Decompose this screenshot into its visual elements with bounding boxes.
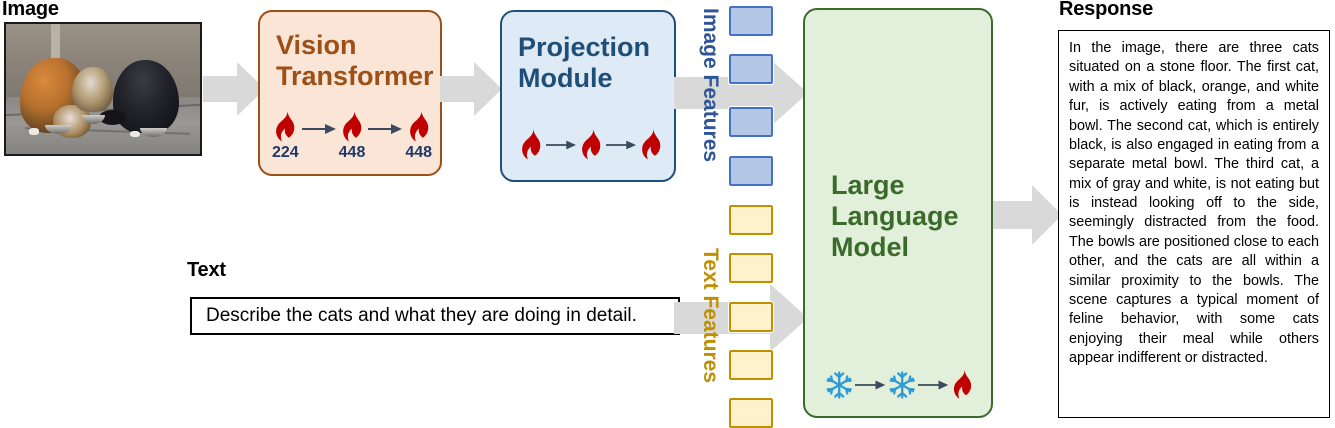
vit-stage-2-label: 448 <box>339 144 366 162</box>
image-features-label: Image Features <box>698 8 722 162</box>
snowflake-icon <box>888 369 916 401</box>
vit-title-line2: Transformer <box>276 61 436 92</box>
llm-title-line2: Language <box>831 201 991 232</box>
text-heading: Text <box>187 259 226 282</box>
vit-stage-row: 224 448 448 <box>268 110 436 162</box>
vit-stage-2: 448 <box>339 110 366 162</box>
flame-icon <box>578 128 604 162</box>
vit-stage-3-label: 448 <box>405 144 432 162</box>
block-arrow-icon <box>440 58 502 120</box>
snowflake-icon <box>825 369 853 401</box>
vit-arrow-2 <box>368 122 402 136</box>
arrow-image-to-vit <box>203 58 265 120</box>
vit-title-line1: Vision <box>276 30 436 61</box>
flame-icon <box>638 128 664 162</box>
flame-icon <box>950 368 975 402</box>
image-feature-token <box>729 54 773 84</box>
block-arrow-icon <box>203 58 265 120</box>
response-box: In the image, there are three cats situa… <box>1058 30 1330 418</box>
arrow-llm-to-response <box>992 181 1062 249</box>
right-arrow-icon <box>302 122 336 136</box>
block-arrow-icon <box>992 181 1062 249</box>
flame-icon <box>339 110 365 144</box>
llm-title-line1: Large <box>831 170 991 201</box>
input-image-thumbnail <box>4 22 202 156</box>
text-feature-token <box>729 398 773 428</box>
arrow-vit-to-projection <box>440 58 502 120</box>
paw-1 <box>29 128 39 135</box>
flame-icon <box>518 128 544 162</box>
llm-stage-row <box>825 368 975 402</box>
text-feature-token <box>729 205 773 235</box>
projection-stage-row <box>518 128 664 162</box>
vit-stage-1-label: 224 <box>272 144 299 162</box>
flame-icon <box>406 110 432 144</box>
response-heading: Response <box>1059 0 1153 21</box>
right-arrow-icon <box>918 378 948 392</box>
projection-module[interactable]: Projection Module <box>500 10 676 182</box>
llm-title: Large Language Model <box>831 170 991 262</box>
text-feature-token <box>729 253 773 283</box>
cat-gray-white <box>72 67 113 113</box>
right-arrow-icon <box>855 378 885 392</box>
image-feature-token <box>729 156 773 186</box>
large-language-model-module[interactable]: Large Language Model <box>803 8 993 418</box>
right-arrow-icon <box>368 122 402 136</box>
llm-title-line3: Model <box>831 232 991 263</box>
vit-arrow-1 <box>302 122 336 136</box>
vit-stage-1: 224 <box>272 110 299 162</box>
paw-2 <box>130 131 140 138</box>
image-feature-token <box>729 107 773 137</box>
right-arrow-icon <box>546 138 576 152</box>
text-prompt-value: Describe the cats and what they are doin… <box>206 305 637 327</box>
vit-stage-3: 448 <box>405 110 432 162</box>
projection-title: Projection Module <box>518 32 674 94</box>
text-prompt-input[interactable]: Describe the cats and what they are doin… <box>190 297 680 335</box>
image-heading: Image <box>2 0 59 21</box>
text-features-label: Text Features <box>698 248 722 383</box>
cats-photo <box>6 24 200 154</box>
flame-icon <box>272 110 298 144</box>
projection-title-line1: Projection <box>518 32 674 63</box>
vit-title: Vision Transformer <box>276 30 436 92</box>
text-feature-token <box>729 350 773 380</box>
projection-title-line2: Module <box>518 63 674 94</box>
text-feature-token <box>729 302 773 332</box>
right-arrow-icon <box>606 138 636 152</box>
image-feature-token <box>729 6 773 36</box>
response-text: In the image, there are three cats situa… <box>1069 40 1319 366</box>
vision-transformer-module[interactable]: Vision Transformer 224 448 <box>258 10 442 176</box>
